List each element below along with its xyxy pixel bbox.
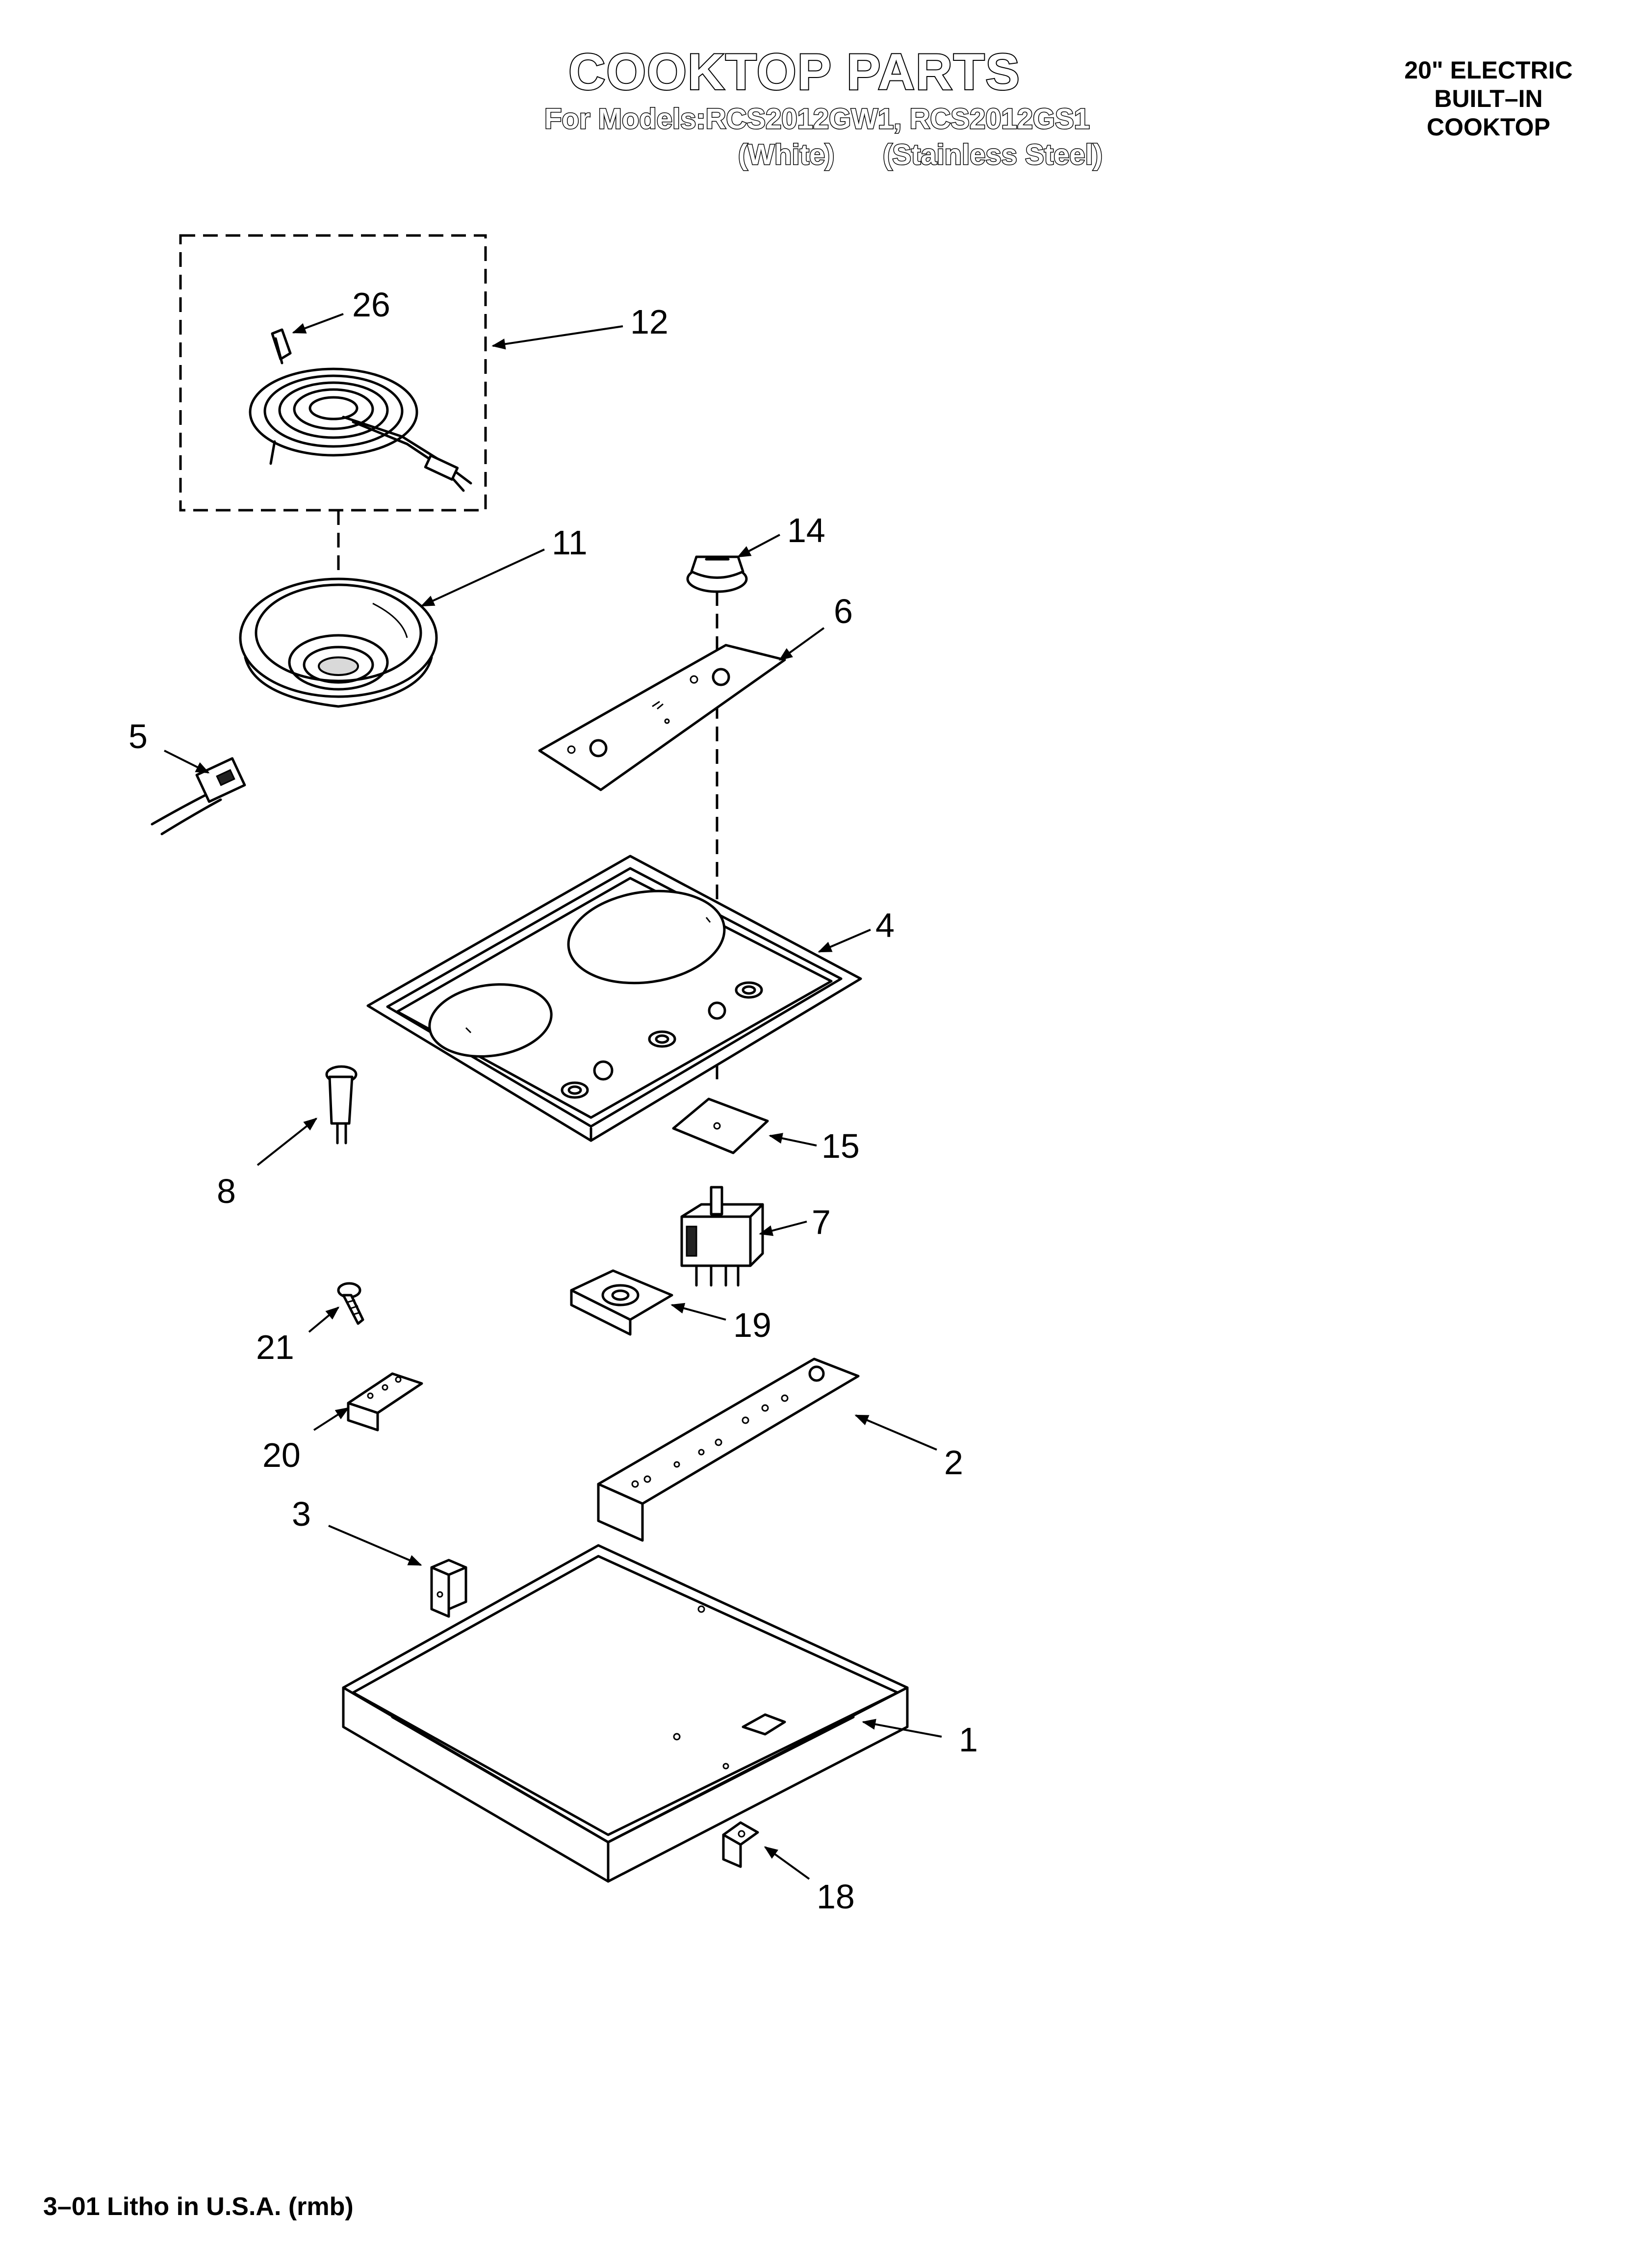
callout-11: 11: [552, 523, 588, 562]
callout-19: 19: [733, 1306, 771, 1344]
leader-26: [292, 313, 344, 334]
leader-7: [759, 1221, 807, 1236]
part-8-indicator-light: [325, 1065, 358, 1145]
callout-2: 2: [944, 1443, 963, 1482]
part-5-wire-connector: [151, 757, 246, 835]
leader-1: [862, 1719, 942, 1738]
corner-label-line2: BUILT–IN: [1434, 85, 1542, 112]
callout-20: 20: [262, 1436, 301, 1474]
leader-20: [313, 1407, 350, 1431]
model-color-stainless: (Stainless Steel): [883, 139, 1103, 171]
callout-18: 18: [817, 1877, 855, 1916]
callout-6: 6: [834, 592, 853, 630]
leader-15: [769, 1133, 817, 1147]
callout-labels: 26 12 11 14 6 5 4 8 15 7 21 19 20 2 3 1 …: [128, 286, 978, 1916]
callout-12: 12: [630, 303, 668, 341]
footer-litho: 3–01 Litho in U.S.A. (rmb): [43, 2192, 354, 2221]
leader-19: [670, 1303, 726, 1321]
page-title: COOKTOP PARTS: [568, 44, 1021, 101]
part-11-drip-bowl: [239, 577, 438, 708]
leader-6: [778, 627, 825, 661]
leader-12: [491, 325, 623, 350]
part-4-cooktop-top: [366, 855, 862, 1142]
callout-leaders: [164, 313, 942, 1880]
callout-15: 15: [821, 1127, 860, 1165]
callout-14: 14: [787, 511, 825, 549]
leader-2: [854, 1414, 937, 1451]
part-26-clip: [271, 328, 292, 365]
part-1-burner-box: [342, 1544, 909, 1883]
callout-7: 7: [812, 1203, 831, 1241]
models-line: For Models:RCS2012GW1, RCS2012GS1: [544, 103, 1090, 135]
callout-5: 5: [128, 717, 148, 756]
callout-21: 21: [256, 1328, 294, 1366]
leader-18: [764, 1846, 810, 1880]
callout-3: 3: [292, 1495, 311, 1533]
part-6-control-panel: [538, 644, 786, 791]
callout-1: 1: [959, 1721, 978, 1759]
part-12-surface-element-group: [179, 234, 487, 512]
callout-8: 8: [217, 1172, 236, 1210]
leader-3: [328, 1525, 422, 1566]
callout-26: 26: [352, 286, 390, 324]
part-2-control-bracket: [597, 1357, 860, 1542]
leader-14: [737, 534, 780, 558]
leader-5: [164, 750, 210, 774]
part-19-switch-bracket: [570, 1269, 673, 1336]
coil-element: [249, 367, 472, 492]
part-15-gasket: [672, 1097, 769, 1154]
part-21-screw: [337, 1282, 364, 1325]
part-3-bracket: [430, 1559, 467, 1618]
callout-4: 4: [875, 906, 895, 944]
corner-label-line1: 20" ELECTRIC: [1404, 56, 1572, 84]
leader-11: [420, 548, 545, 607]
leader-8: [257, 1118, 318, 1166]
corner-label-line3: COOKTOP: [1427, 113, 1550, 141]
part-20-bracket: [347, 1372, 423, 1432]
leader-21: [308, 1306, 340, 1333]
part-7-infinite-switch: [680, 1186, 764, 1287]
leader-4: [818, 929, 871, 953]
dashed-kit-box: [179, 234, 487, 512]
part-18-bracket: [722, 1821, 759, 1868]
part-14-knob: [686, 555, 748, 593]
model-color-white: (White): [738, 139, 835, 171]
